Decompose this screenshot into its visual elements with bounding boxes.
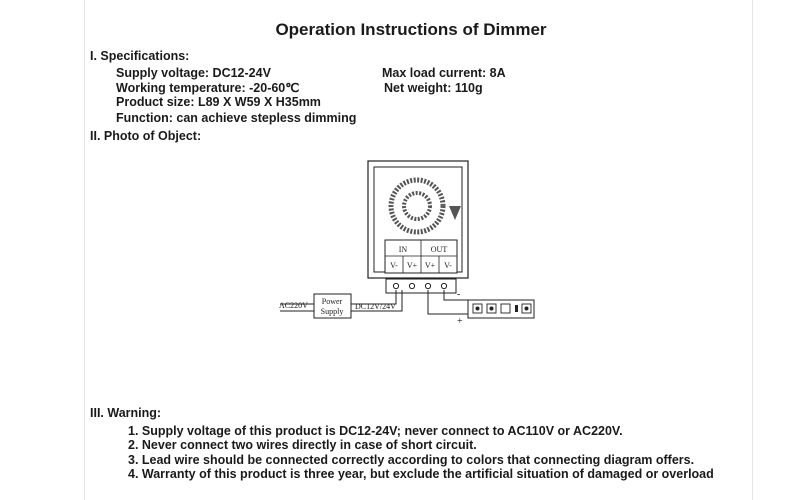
warning-heading: III. Warning: bbox=[90, 406, 162, 420]
spec-working-temperature: Working temperature: -20-60℃ bbox=[116, 81, 300, 95]
dc-wire-minus bbox=[351, 290, 397, 305]
minus-sign: - bbox=[457, 289, 460, 300]
power-supply-box bbox=[313, 293, 352, 319]
warning-item-2: 2. Never connect two wires directly in c… bbox=[128, 438, 477, 452]
spec-supply-voltage: Supply voltage: DC12-24V bbox=[116, 66, 271, 80]
spec-product-size: Product size: L89 X W59 X H35mm bbox=[116, 95, 321, 109]
terminal-in-vplus: V+ bbox=[407, 261, 418, 270]
power-supply-label-2: Supply bbox=[321, 307, 344, 316]
dc-wire-plus bbox=[351, 290, 403, 312]
terminal-block: IN OUT V- V+ V+ V- bbox=[384, 239, 458, 274]
terminal-out-vminus: V- bbox=[444, 261, 452, 270]
led-strip-icon bbox=[467, 299, 535, 319]
warning-item-1: 1. Supply voltage of this product is DC1… bbox=[128, 424, 623, 438]
warning-item-3: 3. Lead wire should be connected correct… bbox=[128, 453, 695, 467]
dc-output-label: DC12V/24V bbox=[355, 302, 396, 311]
screw-terminal-strip bbox=[385, 278, 457, 294]
out-wire-minus bbox=[443, 290, 468, 301]
page-title: Operation Instructions of Dimmer bbox=[275, 20, 547, 39]
ac-input-label: AC220V bbox=[279, 301, 308, 310]
power-supply-label-1: Power bbox=[322, 297, 343, 306]
specifications-heading: I. Specifications: bbox=[90, 49, 190, 63]
terminal-in-label: IN bbox=[399, 245, 408, 254]
spec-max-load-current: Max load current: 8A bbox=[382, 66, 506, 80]
page-edge-left bbox=[84, 0, 85, 500]
dimmer-knob-icon bbox=[388, 177, 461, 235]
out-wire-plus bbox=[427, 290, 468, 315]
spec-net-weight: Net weight: 110g bbox=[384, 81, 483, 95]
terminal-in-vminus: V- bbox=[390, 261, 398, 270]
warning-item-4: 4. Warranty of this product is three yea… bbox=[128, 467, 714, 481]
plus-sign: + bbox=[457, 316, 463, 327]
spec-function: Function: can achieve stepless dimming bbox=[116, 111, 357, 125]
photo-heading: II. Photo of Object: bbox=[90, 129, 202, 143]
terminal-out-label: OUT bbox=[431, 245, 448, 254]
terminal-out-vplus: V+ bbox=[425, 261, 436, 270]
page-edge-right bbox=[752, 0, 753, 500]
